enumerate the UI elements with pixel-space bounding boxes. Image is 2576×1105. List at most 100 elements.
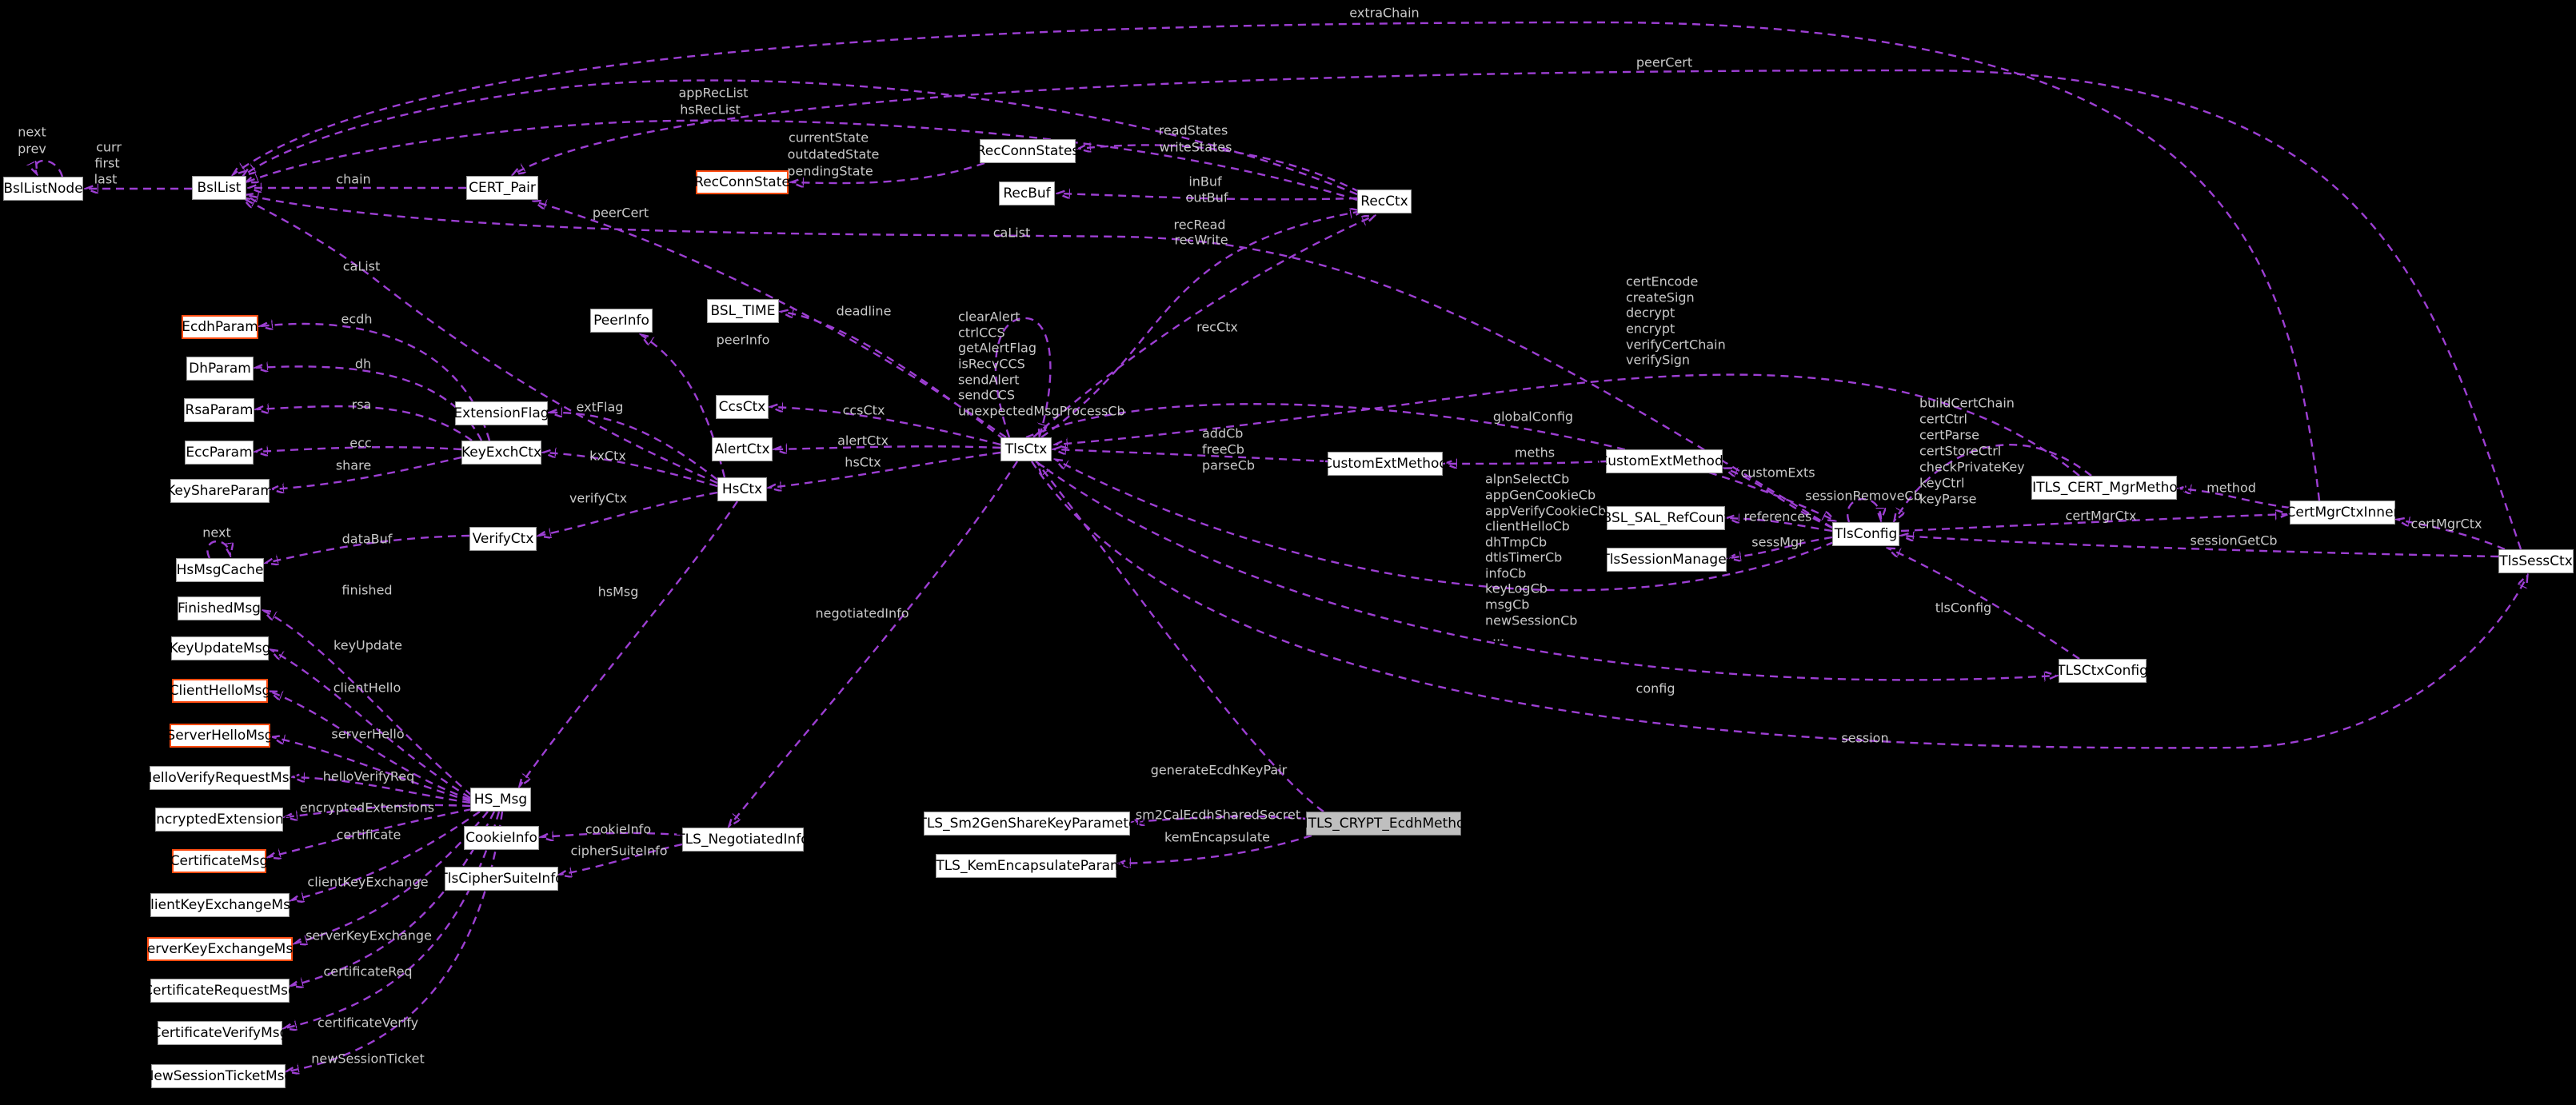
node-ExtensionFlag[interactable]: ExtensionFlag xyxy=(453,401,549,425)
edge-crypt-cert-callbacks xyxy=(1056,373,2080,477)
node-FinishedMsg[interactable]: FinishedMsg xyxy=(178,596,261,620)
edge-certificateVerify xyxy=(285,811,501,1028)
node-CustomExtMethod[interactable]: CustomExtMethod xyxy=(1323,452,1448,476)
node-DhParam[interactable]: DhParam xyxy=(186,357,254,381)
node-EcdhParam[interactable]: EcdhParam xyxy=(182,315,258,339)
edge-label-hsCtx: hsCtx xyxy=(845,454,881,470)
node-PeerInfo[interactable]: PeerInfo xyxy=(590,309,653,333)
node-CcsCtx[interactable]: CcsCtx xyxy=(716,395,769,419)
edge-sm2CalEcdhSharedSecret xyxy=(1132,816,1307,822)
edge-meths xyxy=(1445,461,1607,464)
edge-next-prev-self xyxy=(35,159,64,177)
edge-label-rsa: rsa xyxy=(351,397,372,413)
edge-globalConfig xyxy=(1025,403,1835,521)
node-RecCtx[interactable]: RecCtx xyxy=(1357,189,1412,213)
node-ServerHelloMsg[interactable]: ServerHelloMsg xyxy=(166,724,274,748)
edge-label-meths: meths xyxy=(1514,445,1556,461)
edge-serverHello xyxy=(273,737,471,803)
edge-label-verifyCertChain: verifyCertChain xyxy=(1626,337,1726,353)
edge-label-dtlsTimerCb: dtlsTimerCb xyxy=(1485,549,1563,565)
node-HsMsgCache[interactable]: HsMsgCache xyxy=(176,558,264,582)
node-HITLS_Sm2GenShareKeyParameters[interactable]: HITLS_Sm2GenShareKeyParameters xyxy=(905,812,1149,836)
node-TlsSessionManager[interactable]: TlsSessionManager xyxy=(1601,548,1732,572)
edge-label-checkPrivateKey: checkPrivateKey xyxy=(1919,459,2025,475)
edge-label-config: config xyxy=(1635,680,1675,696)
node-CertMgrCtxInner[interactable]: CertMgrCtxInner xyxy=(2286,501,2399,525)
node-TlsConfig[interactable]: TlsConfig xyxy=(1832,522,1899,546)
node-NewSessionTicketMsg[interactable]: NewSessionTicketMsg xyxy=(144,1064,293,1088)
node-BslListNode[interactable]: BslListNode xyxy=(3,177,83,201)
edge-verifyCtx xyxy=(539,491,718,536)
edge-dataBuf xyxy=(266,534,470,563)
edge-label-chain: chain xyxy=(336,171,371,187)
node-TlsSessCtx[interactable]: TlsSessCtx xyxy=(2498,549,2574,573)
node-AlertCtx[interactable]: AlertCtx xyxy=(712,437,773,461)
edge-label-references: references xyxy=(1743,509,1812,525)
node-BSL_TIME[interactable]: BSL_TIME xyxy=(707,299,779,323)
node-HsCtx[interactable]: HsCtx xyxy=(717,477,767,501)
edge-label-helloVerifyReq: helloVerifyReq xyxy=(322,768,415,784)
node-BslList[interactable]: BslList xyxy=(192,176,246,200)
node-HelloVerifyRequestMsg[interactable]: HelloVerifyRequestMsg xyxy=(142,766,298,790)
node-TlsCtx[interactable]: TlsCtx xyxy=(1000,437,1052,461)
edge-label-ccsCtx: ccsCtx xyxy=(842,402,885,418)
node-ServerKeyExchangeMsg[interactable]: ServerKeyExchangeMsg xyxy=(138,937,302,961)
edge-config xyxy=(1035,461,2056,680)
edge-label-next: next xyxy=(202,525,231,541)
node-ClientKeyExchangeMsg[interactable]: ClientKeyExchangeMsg xyxy=(141,893,299,917)
node-EccParam[interactable]: EccParam xyxy=(185,441,254,465)
edge-label-certMgrCtx: certMgrCtx xyxy=(2410,516,2482,532)
node-ClientHelloMsg[interactable]: ClientHelloMsg xyxy=(170,679,270,703)
edge-caList-hs xyxy=(243,198,718,485)
node-EncryptedExtensions[interactable]: EncryptedExtensions xyxy=(148,808,290,832)
edge-label-extFlag: extFlag xyxy=(576,399,624,415)
node-KeyShareParam[interactable]: KeyShareParam xyxy=(166,479,274,503)
edge-label-finished: finished xyxy=(341,582,393,598)
edge-label-pendingState: pendingState xyxy=(787,163,873,179)
node-TLSCtxConfig[interactable]: TLSCtxConfig xyxy=(2057,659,2148,683)
edge-label-newSessionCb: newSessionCb xyxy=(1485,612,1578,628)
edge-label-tlsConfig: tlsConfig xyxy=(1935,600,1992,616)
node-CertificateMsg[interactable]: CertificateMsg xyxy=(170,849,268,873)
edge-label-curr: curr xyxy=(96,139,122,155)
edge-label-unexpectedMsgProcessCb: unexpectedMsgProcessCb xyxy=(958,403,1125,419)
node-HITLS_KemEncapsulateParams[interactable]: HITLS_KemEncapsulateParams xyxy=(922,854,1130,878)
node-CertificateVerifyMsg[interactable]: CertificateVerifyMsg xyxy=(152,1021,288,1045)
edge-alertCtx xyxy=(775,446,1001,449)
node-CookieInfo[interactable]: CookieInfo xyxy=(464,826,539,850)
node-RecConnState[interactable]: RecConnState xyxy=(694,170,790,194)
node-HITLS_CRYPT_EcdhMethod[interactable]: HITLS_CRYPT_EcdhMethod xyxy=(1294,812,1473,836)
node-RecBuf[interactable]: RecBuf xyxy=(999,182,1055,205)
edge-extraChain xyxy=(234,21,2321,501)
node-VerifyCtx[interactable]: VerifyCtx xyxy=(469,527,537,551)
edge-label-clientKeyExchange: clientKeyExchange xyxy=(307,874,429,890)
node-KeyUpdateMsg[interactable]: KeyUpdateMsg xyxy=(170,636,270,660)
node-CertificateRequestMsg[interactable]: CertificateRequestMsg xyxy=(143,979,297,1003)
edge-cipherSuiteInfo xyxy=(560,843,683,875)
node-TLS_NegotiatedInfo[interactable]: TLS_NegotiatedInfo xyxy=(677,828,809,852)
node-CERT_Pair[interactable]: CERT_Pair xyxy=(466,176,538,200)
edge-sessionGetCb xyxy=(1902,536,2499,558)
edge-label-certEncode: certEncode xyxy=(1626,273,1699,289)
node-CustomExtMethods[interactable]: CustomExtMethods xyxy=(1598,449,1731,473)
edge-label-sessMgr: sessMgr xyxy=(1751,534,1804,550)
node-HS_Msg[interactable]: HS_Msg xyxy=(470,788,531,812)
node-BSL_SAL_RefCount[interactable]: BSL_SAL_RefCount xyxy=(1603,506,1729,530)
edge-label-verifyCtx: verifyCtx xyxy=(569,490,628,506)
node-RecConnStates[interactable]: RecConnStates xyxy=(976,139,1079,163)
edge-label-cookieInfo: cookieInfo xyxy=(585,821,652,837)
edge-label-serverKeyExchange: serverKeyExchange xyxy=(306,927,432,943)
node-RsaParam[interactable]: RsaParam xyxy=(184,398,254,422)
node-TlsCipherSuiteInfo[interactable]: TlsCipherSuiteInfo xyxy=(439,867,564,891)
edge-caList-config xyxy=(246,195,1833,529)
edge-addCb-freeCb-parseCb xyxy=(1054,449,1328,461)
edge-label-dh: dh xyxy=(354,356,372,372)
node-HITLS_CERT_MgrMethod[interactable]: HITLS_CERT_MgrMethod xyxy=(2022,476,2187,500)
edge-label-sendAlert: sendAlert xyxy=(958,372,1020,388)
edge-label-writeStates: writeStates xyxy=(1159,139,1232,155)
node-KeyExchCtx[interactable]: KeyExchCtx xyxy=(461,441,541,465)
edge-rsa xyxy=(257,406,473,441)
edge-recCtx xyxy=(1032,216,1374,438)
edge-label-cipherSuiteInfo: cipherSuiteInfo xyxy=(570,843,668,859)
